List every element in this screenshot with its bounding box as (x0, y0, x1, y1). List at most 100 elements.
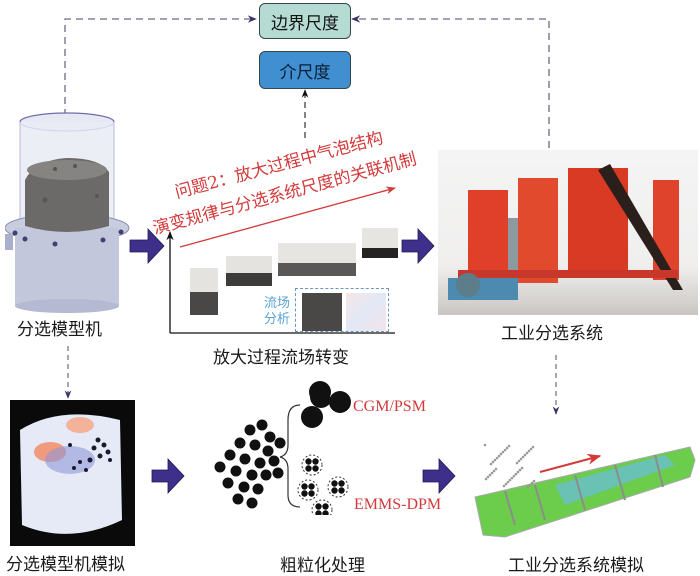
sim-particle (506, 480, 510, 484)
fine-particle (238, 481, 250, 493)
emms-sub-particle (315, 503, 322, 510)
flow-analysis-label-line-2: 分析 (264, 312, 291, 327)
coarse-particles-illustration (297, 381, 351, 515)
model-sim-image (10, 400, 135, 546)
model-machine-image (5, 112, 130, 313)
industrial-sim-caption: 工业分选系统模拟 (508, 556, 644, 576)
sim-particle (490, 471, 494, 475)
flowfield-snapshot-3 (278, 243, 356, 276)
sim-particle (521, 455, 525, 459)
particle-cluster (214, 419, 286, 509)
flow-analysis-label-line-1: 流场 (264, 296, 291, 311)
sim-particle (527, 449, 531, 453)
model-sim-caption: 分选模型机模拟 (6, 555, 125, 575)
industrial-equipment-illustration (448, 164, 683, 300)
sim-particle (526, 485, 530, 489)
emms-sub-particle (312, 465, 319, 472)
cgm-big-particle (309, 381, 331, 403)
flow-analysis-snapshot (302, 293, 342, 331)
sim-particle (515, 461, 519, 465)
cgm-big-particle (329, 391, 351, 413)
sim-particle (483, 443, 487, 447)
sim-particle (529, 447, 533, 451)
fine-particle (230, 465, 242, 477)
sim-particle (495, 456, 499, 460)
block-arrow-bottom-right (422, 457, 456, 495)
sim-particle (484, 477, 488, 481)
sim-particle (519, 457, 523, 461)
emms-sub-particle (322, 503, 329, 510)
cgm-big-particle (301, 406, 323, 428)
flow-analysis-label: 流场 分析 (264, 296, 290, 328)
sim-particle (499, 452, 503, 456)
model-sim-rendering (20, 414, 122, 534)
coarse-graining-caption: 粗粒化处理 (280, 556, 365, 576)
sim-particle (525, 451, 529, 455)
sim-particle (491, 460, 495, 464)
sim-particle (531, 445, 535, 449)
sim-particle (530, 481, 534, 485)
sim-particle (501, 450, 505, 454)
cgm-psm-label: CGM/PSM (353, 398, 426, 415)
fine-particle (222, 477, 234, 489)
fine-particle (224, 449, 236, 461)
sim-particle (492, 469, 496, 473)
sim-particle (508, 478, 512, 482)
emms-dpm-label: EMMS-DPM (354, 496, 442, 513)
boundary-scale-box: 边界尺度 (259, 3, 351, 39)
emms-sub-particle (331, 487, 338, 494)
sim-particle (512, 474, 516, 478)
industrial-sim-image (474, 443, 696, 538)
flowfield-snapshot-4 (362, 228, 398, 258)
sim-particle (504, 482, 508, 486)
sim-particle (488, 473, 492, 477)
boundary-scale-label: 边界尺度 (271, 13, 339, 34)
fine-particle (239, 453, 251, 465)
model-machine-caption: 分选模型机 (17, 320, 102, 340)
emms-sub-particle (305, 465, 312, 472)
sim-particle (532, 479, 536, 483)
flowfield-snapshot-1 (190, 268, 218, 315)
emms-sub-particle (308, 483, 315, 490)
fine-particle (234, 437, 246, 449)
fine-particle (252, 483, 264, 495)
sim-particle (486, 475, 490, 479)
emms-sub-particle (338, 487, 345, 494)
emms-sub-particle (308, 490, 315, 497)
emms-parcel (297, 479, 319, 501)
fine-particle (272, 467, 284, 479)
flow-analysis-box (295, 288, 389, 332)
fine-particle (256, 419, 268, 431)
fine-particle (262, 445, 274, 457)
sim-particle (523, 453, 527, 457)
emms-sub-particle (322, 510, 329, 515)
sim-particle (497, 454, 501, 458)
fine-particle (214, 461, 226, 473)
industrial-system-caption: 工业分选系统 (501, 324, 603, 344)
fine-particle (232, 493, 244, 505)
emms-parcel (301, 454, 323, 476)
emms-parcel (311, 499, 333, 515)
flowfield-snapshot-2 (226, 256, 272, 286)
emms-sub-particle (312, 458, 319, 465)
emms-sub-particle (301, 490, 308, 497)
sim-particle (517, 459, 521, 463)
sim-particle (510, 476, 514, 480)
fine-particle (254, 457, 266, 469)
scaleup-flow-caption: 放大过程流场转变 (213, 348, 349, 368)
sim-particle (514, 472, 518, 476)
flow-analysis-vector-field (346, 293, 386, 331)
industrial-system-photo (438, 150, 698, 315)
sim-particle (507, 444, 511, 448)
emms-sub-particle (301, 483, 308, 490)
sim-particle (505, 446, 509, 450)
block-arrow-top-right (401, 227, 435, 265)
block-arrow-bottom-left (151, 457, 185, 495)
fine-particle (249, 439, 261, 451)
brace (279, 404, 301, 508)
sim-particle (520, 466, 524, 470)
fine-particle (246, 469, 258, 481)
sim-particle (494, 467, 498, 471)
emms-parcel (327, 476, 349, 498)
fine-particle (244, 424, 256, 436)
